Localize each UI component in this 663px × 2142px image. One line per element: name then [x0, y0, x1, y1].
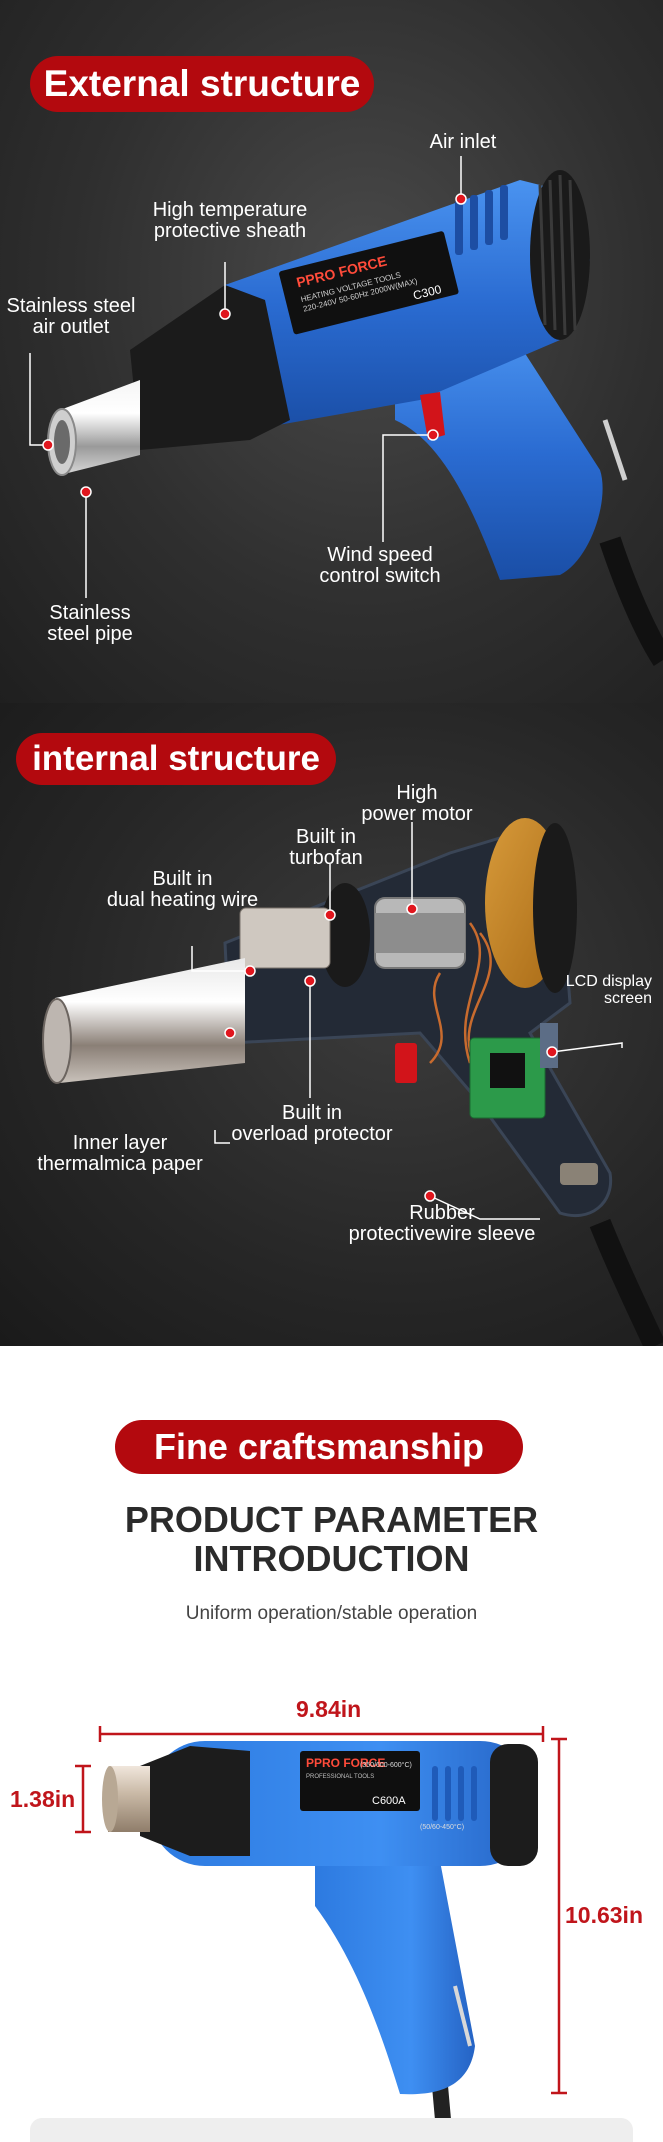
- external-structure-title: External structure: [30, 56, 374, 112]
- turbofan-label: Built in turbofan: [289, 826, 363, 869]
- overload-marker: [304, 975, 316, 987]
- overload-label: Built in overload protector: [231, 1102, 393, 1145]
- sleeve-label: Rubber protectivewire sleeve: [348, 1202, 536, 1245]
- dimension-heat-gun-illustration: PPRO FORCE PROFESSIONAL TOOLS C600A (350…: [75, 1726, 567, 2142]
- dim-gun-handle: [315, 1856, 475, 2095]
- internal-structure-section: internal structure High power motor Buil…: [0, 703, 663, 1346]
- inner-layer-marker: [224, 1027, 236, 1039]
- outlet-label: Stainless steel air outlet: [6, 295, 136, 338]
- dim-rating-label: PPRO FORCE PROFESSIONAL TOOLS C600A (350…: [300, 1751, 464, 1831]
- pipe-marker: [80, 486, 92, 498]
- product-parameter-section: Fine craftsmanship PRODUCT PARAMETER INT…: [0, 1346, 663, 2142]
- nozzle-dimension: 1.38in: [10, 1786, 76, 1812]
- power-cable-internal: [589, 1218, 663, 1346]
- outlet-marker: [42, 439, 54, 451]
- width-dimension: 9.84in: [296, 1696, 362, 1722]
- turbofan: [320, 883, 370, 987]
- protective-sheath: [130, 285, 290, 450]
- heating-label: Built in dual heating wire: [106, 868, 259, 911]
- air-inlet-label: Air inlet: [429, 131, 497, 153]
- lcd-marker: [546, 1046, 558, 1058]
- inner-layer-label: Inner layer thermalmica paper: [37, 1132, 203, 1175]
- dim-temp-range: (350/600-600°C): [360, 1761, 412, 1769]
- parameter-subtitle: Uniform operation/stable operation: [185, 1603, 478, 1624]
- external-heat-gun-illustration: PPRO FORCE HEATING VOLTAGE TOOLS 220-240…: [29, 156, 663, 666]
- sheath-label: High temperature protective sheath: [152, 199, 308, 242]
- internal-heat-gun-illustration: [42, 818, 663, 1346]
- dimension-lines: [75, 1726, 567, 2095]
- motor-label: High power motor: [361, 782, 473, 825]
- dim-stand-hook: [453, 1985, 472, 2047]
- steel-nozzle: [60, 380, 140, 475]
- turbofan-marker: [324, 909, 336, 921]
- wire-sleeve-clip: [560, 1163, 598, 1185]
- switch-marker: [427, 429, 439, 441]
- air-inlet-marker: [455, 193, 467, 205]
- dim-brand-logo: PPRO FORCE: [306, 1756, 385, 1770]
- internal-steel-nozzle: [55, 958, 245, 1083]
- dim-sheath: [140, 1746, 250, 1856]
- pipe-label: Stainless steel pipe: [47, 602, 133, 645]
- model-number: C300: [412, 282, 444, 303]
- parameter-heading-2: INTRODUCTION: [193, 1538, 470, 1579]
- dim-temp-min: (50/60-450°C): [420, 1823, 464, 1831]
- rear-cap: [533, 823, 577, 993]
- lcd-label: LCD display screen: [565, 973, 652, 1007]
- sheath-marker: [219, 308, 231, 320]
- switch-label: Wind speed control switch: [319, 544, 441, 587]
- internal-structure-title: internal structure: [16, 733, 336, 785]
- next-section-card: [30, 2118, 633, 2142]
- dim-brand-sub: PROFESSIONAL TOOLS: [306, 1774, 374, 1780]
- heating-coil: [239, 907, 331, 969]
- motor-marker: [406, 903, 418, 915]
- sleeve-marker: [424, 1190, 436, 1202]
- external-structure-section: PPRO FORCE HEATING VOLTAGE TOOLS 220-240…: [0, 0, 663, 703]
- parameter-heading-1: PRODUCT PARAMETER: [124, 1499, 539, 1540]
- dim-rear-cap: [490, 1744, 538, 1866]
- power-cable: [599, 536, 663, 666]
- heating-marker: [244, 965, 256, 977]
- speed-switch: [420, 392, 445, 440]
- gun-handle: [395, 330, 603, 580]
- switch-internal: [395, 1043, 417, 1083]
- stand-hook: [602, 419, 628, 481]
- fine-craftsmanship-pill: Fine craftsmanship: [115, 1420, 523, 1474]
- dim-model: C600A: [372, 1795, 406, 1807]
- height-dimension: 10.63in: [565, 1902, 643, 1928]
